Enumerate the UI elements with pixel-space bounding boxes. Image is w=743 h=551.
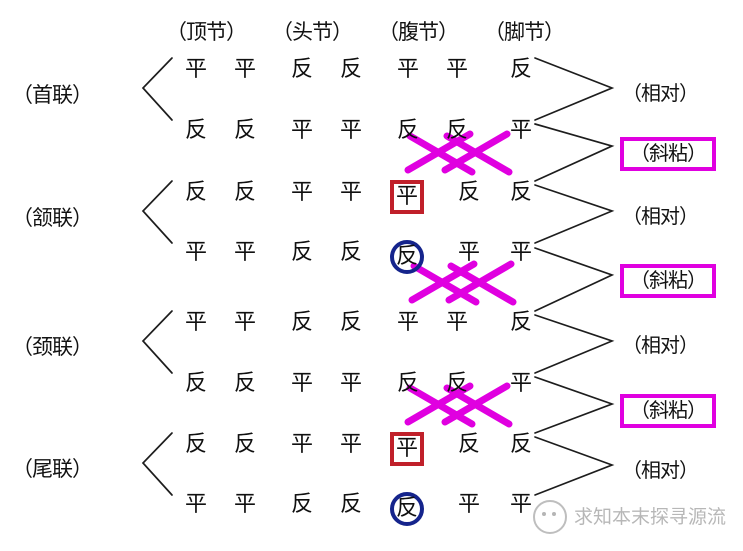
relation-label-5: （相对）	[622, 333, 699, 357]
left-bracket-3	[141, 310, 173, 374]
tone-cell-r5-c1: 平	[184, 310, 207, 335]
tone-cell-r7-c3: 平	[290, 432, 313, 457]
tone-cell-r4-c4: 反	[339, 240, 362, 265]
column-header-4: （脚节）	[484, 20, 565, 44]
tone-cell-r6-c7: 平	[509, 371, 532, 396]
tone-cell-r6-c5: 反	[396, 371, 419, 396]
tone-cell-r1-c6: 平	[445, 57, 468, 82]
tone-cell-r3-c1: 反	[184, 180, 207, 205]
cross-mark-2c	[445, 260, 515, 304]
tone-cell-r5-c2: 平	[233, 310, 256, 335]
column-header-3: （腹节）	[378, 20, 459, 44]
tone-cell-r5-c7: 反	[509, 310, 532, 335]
tone-cell-r6-c1: 反	[184, 371, 207, 396]
tone-cell-r3-c7: 反	[509, 180, 532, 205]
watermark-text: 求知本末探寻源流	[574, 505, 727, 528]
tone-cell-r7-c1: 反	[184, 432, 207, 457]
relation-label-4-highlighted: （斜粘）	[620, 264, 716, 298]
smiley-circle-icon	[533, 500, 567, 534]
tone-cell-r1-c3: 反	[290, 57, 313, 82]
tone-cell-r1-c2: 平	[233, 57, 256, 82]
tone-cell-r7-c2: 反	[233, 432, 256, 457]
tone-cell-r4-c6: 平	[457, 240, 480, 265]
tone-cell-r3-c5-red-box: 平	[390, 180, 424, 214]
right-bracket-xiezhan-1	[534, 123, 615, 182]
couplet-label-4: （尾联）	[12, 457, 93, 481]
couplet-label-2: （颔联）	[12, 206, 93, 230]
tone-cell-r4-c3: 反	[290, 240, 313, 265]
couplet-label-3: （颈联）	[12, 335, 93, 359]
column-header-2: （头节）	[272, 20, 353, 44]
tone-cell-r8-c1: 平	[184, 492, 207, 517]
relation-label-7: （相对）	[622, 458, 699, 482]
tone-cell-r2-c4: 平	[339, 118, 362, 143]
tone-cell-r5-c4: 反	[339, 310, 362, 335]
relation-label-1: （相对）	[622, 81, 699, 105]
tone-cell-r1-c7: 反	[509, 57, 532, 82]
tone-cell-r2-c7: 平	[509, 118, 532, 143]
relation-label-2-highlighted: （斜粘）	[620, 137, 716, 171]
tone-cell-r7-c4: 平	[339, 432, 362, 457]
tone-cell-r8-c7: 平	[509, 492, 532, 517]
tone-cell-r7-c6: 反	[457, 432, 480, 457]
tone-cell-r3-c2: 反	[233, 180, 256, 205]
tone-cell-r6-c4: 平	[339, 371, 362, 396]
tone-cell-r8-c3: 反	[290, 492, 313, 517]
tone-cell-r7-c7: 反	[509, 432, 532, 457]
left-bracket-2	[141, 180, 173, 244]
tone-cell-r8-c2: 平	[233, 492, 256, 517]
tone-cell-r8-c4: 反	[339, 492, 362, 517]
tone-cell-r6-c2: 反	[233, 371, 256, 396]
tone-cell-r2-c3: 平	[290, 118, 313, 143]
right-bracket-xiezhan-3	[534, 376, 615, 434]
cross-mark-2b	[410, 262, 480, 306]
tone-cell-r4-c5-blue-circle: 反	[390, 240, 424, 274]
tone-cell-r2-c6: 反	[445, 118, 468, 143]
tone-cell-r1-c1: 平	[184, 57, 207, 82]
relation-label-3: （相对）	[622, 204, 699, 228]
tone-cell-r1-c4: 反	[339, 57, 362, 82]
cross-mark-2d	[447, 262, 517, 306]
right-bracket-xiezhan-2	[534, 247, 615, 312]
tone-cell-r4-c1: 平	[184, 240, 207, 265]
tone-cell-r6-c6: 反	[445, 371, 468, 396]
tone-cell-r8-c6: 平	[457, 492, 480, 517]
tone-cell-r8-c5-blue-circle: 反	[390, 492, 424, 526]
column-header-1: （顶节）	[166, 20, 247, 44]
tone-cell-r2-c2: 反	[233, 118, 256, 143]
tone-cell-r2-c1: 反	[184, 118, 207, 143]
tone-cell-r5-c6: 平	[445, 310, 468, 335]
cross-mark-2a	[408, 260, 478, 304]
tone-cell-r4-c7: 平	[509, 240, 532, 265]
tone-cell-r5-c3: 反	[290, 310, 313, 335]
relation-label-6-highlighted: （斜粘）	[620, 394, 716, 428]
tone-cell-r4-c2: 平	[233, 240, 256, 265]
couplet-label-1: （首联）	[12, 83, 93, 107]
right-bracket-duidui-2	[534, 184, 615, 244]
tone-cell-r3-c6: 反	[457, 180, 480, 205]
right-bracket-duidui-4	[534, 436, 615, 496]
watermark: 求知本末探寻源流	[533, 500, 726, 534]
tone-cell-r2-c5: 反	[396, 118, 419, 143]
right-bracket-duidui-3	[534, 314, 615, 374]
tone-cell-r5-c5: 平	[396, 310, 419, 335]
left-bracket-4	[141, 432, 173, 496]
tone-cell-r6-c3: 平	[290, 371, 313, 396]
right-bracket-duidui-1	[534, 57, 615, 121]
tone-cell-r7-c5-red-box: 平	[390, 432, 424, 466]
tone-cell-r3-c3: 平	[290, 180, 313, 205]
tone-cell-r3-c4: 平	[339, 180, 362, 205]
left-bracket-1	[141, 57, 173, 121]
tone-cell-r1-c5: 平	[396, 57, 419, 82]
